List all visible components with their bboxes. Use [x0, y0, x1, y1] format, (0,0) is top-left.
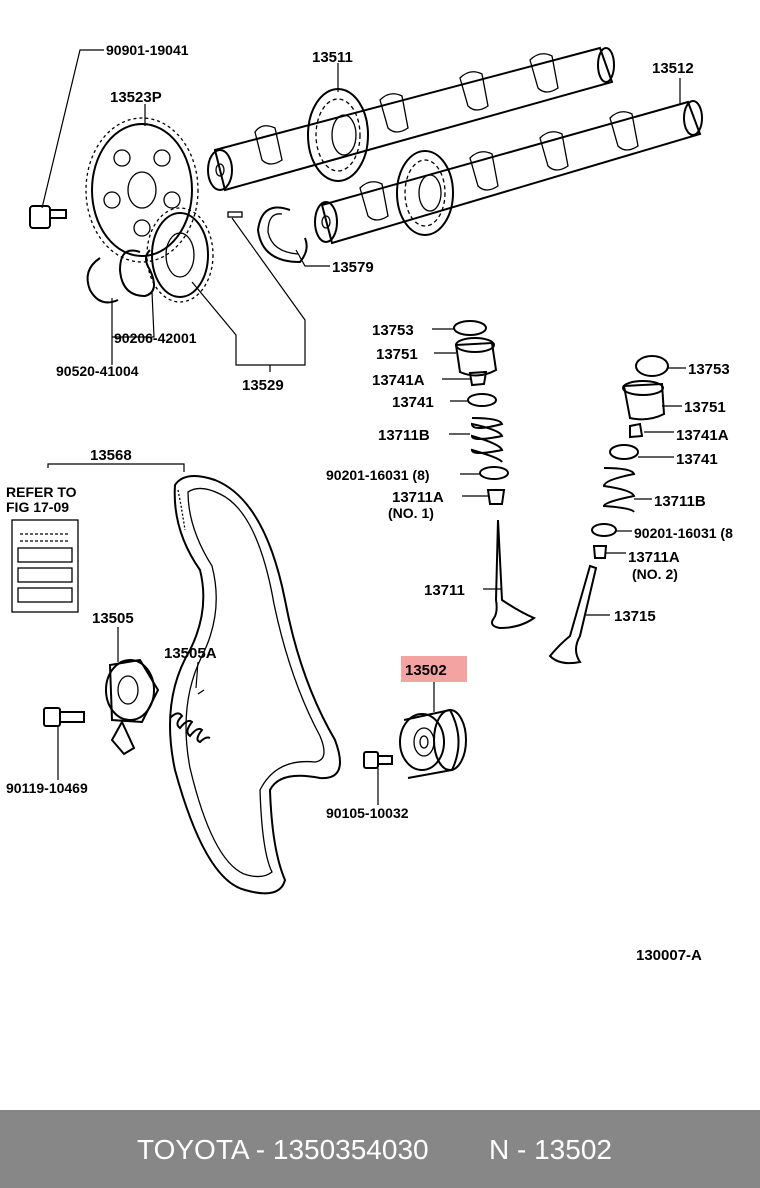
- camshaft-timing-pulley-13523P[interactable]: [85, 117, 199, 263]
- label-13741-right: 13741: [676, 451, 718, 468]
- footer-reference-number: N - 13502: [489, 1134, 612, 1165]
- label-90206-42001: 90206-42001: [114, 330, 197, 346]
- timing-belt-tensioner-13505[interactable]: [105, 658, 160, 756]
- cam-gear-13512: [396, 150, 454, 236]
- label-13523P: 13523P: [110, 89, 162, 106]
- label-13753-right: 13753: [688, 361, 730, 378]
- snap-ring-90520-41004[interactable]: [86, 257, 119, 304]
- label-13568: 13568: [90, 447, 132, 464]
- label-13502: 13502: [405, 662, 447, 679]
- label-90201-16031-left: 90201-16031 (8): [326, 467, 430, 483]
- snap-ring-13579[interactable]: [256, 206, 308, 264]
- idler-pulley-13502[interactable]: [399, 708, 467, 779]
- tension-spring-13505A[interactable]: [169, 689, 211, 744]
- label-13711: 13711: [424, 582, 465, 599]
- label-13753-left: 13753: [372, 322, 414, 339]
- label-13741-left: 13741: [392, 394, 434, 411]
- timing-belt-13568[interactable]: [169, 475, 341, 895]
- label-90105-10032: 90105-10032: [326, 805, 409, 821]
- leader-lines: [41, 49, 686, 805]
- label-13579: 13579: [332, 259, 374, 276]
- label-13741A-left: 13741A: [372, 372, 425, 389]
- bolt-90119-10469[interactable]: [43, 707, 85, 727]
- valve-parts-no1: [453, 320, 537, 630]
- label-90901-19041: 90901-19041: [106, 42, 189, 58]
- parts-diagram: 90901-19041 13511 13512 13523P 13579 902…: [6, 42, 733, 964]
- highlight-13502: [401, 656, 467, 682]
- bolt-90901-19041[interactable]: [29, 205, 67, 229]
- label-90520-41004: 90520-41004: [56, 363, 139, 379]
- valve-parts-no2: [548, 355, 669, 665]
- label-13711B-right: 13711B: [654, 493, 706, 510]
- camshaft-13511[interactable]: [207, 46, 615, 192]
- label-figure-code: 130007-A: [636, 947, 702, 964]
- label-13711B-left: 13711B: [378, 427, 430, 444]
- label-13505: 13505: [92, 610, 134, 627]
- label-refer-to: REFER TO: [6, 484, 77, 500]
- knock-pin: [227, 211, 243, 218]
- sub-gear-13529[interactable]: [146, 207, 214, 303]
- label-13529: 13529: [242, 377, 284, 394]
- label-13715: 13715: [614, 608, 656, 625]
- refer-figure-box: [11, 519, 79, 613]
- bolt-90105-10032[interactable]: [363, 751, 393, 769]
- camshaft-13512[interactable]: [314, 100, 703, 245]
- footer-bar: TOYOTA - 1350354030 N - 13502: [0, 1110, 760, 1188]
- label-90201-16031-right: 90201-16031 (8: [634, 525, 733, 541]
- label-13751-left: 13751: [376, 346, 418, 363]
- label-13512: 13512: [652, 60, 694, 77]
- label-90119-10469: 90119-10469: [6, 780, 88, 796]
- label-13711A-left: 13711A: [392, 489, 444, 506]
- spring-90206-42001[interactable]: [118, 249, 155, 298]
- label-13711A-right: 13711A: [628, 549, 680, 566]
- label-no1: (NO. 1): [388, 505, 434, 521]
- footer-brand-part-number: TOYOTA - 1350354030: [137, 1134, 429, 1165]
- cam-gear-13511: [307, 88, 369, 182]
- label-13751-right: 13751: [684, 399, 726, 416]
- label-no2: (NO. 2): [632, 566, 678, 582]
- label-fig-17-09: FIG 17-09: [6, 499, 69, 515]
- label-13741A-right: 13741A: [676, 427, 729, 444]
- label-13511: 13511: [312, 49, 353, 66]
- label-13505A: 13505A: [164, 645, 217, 662]
